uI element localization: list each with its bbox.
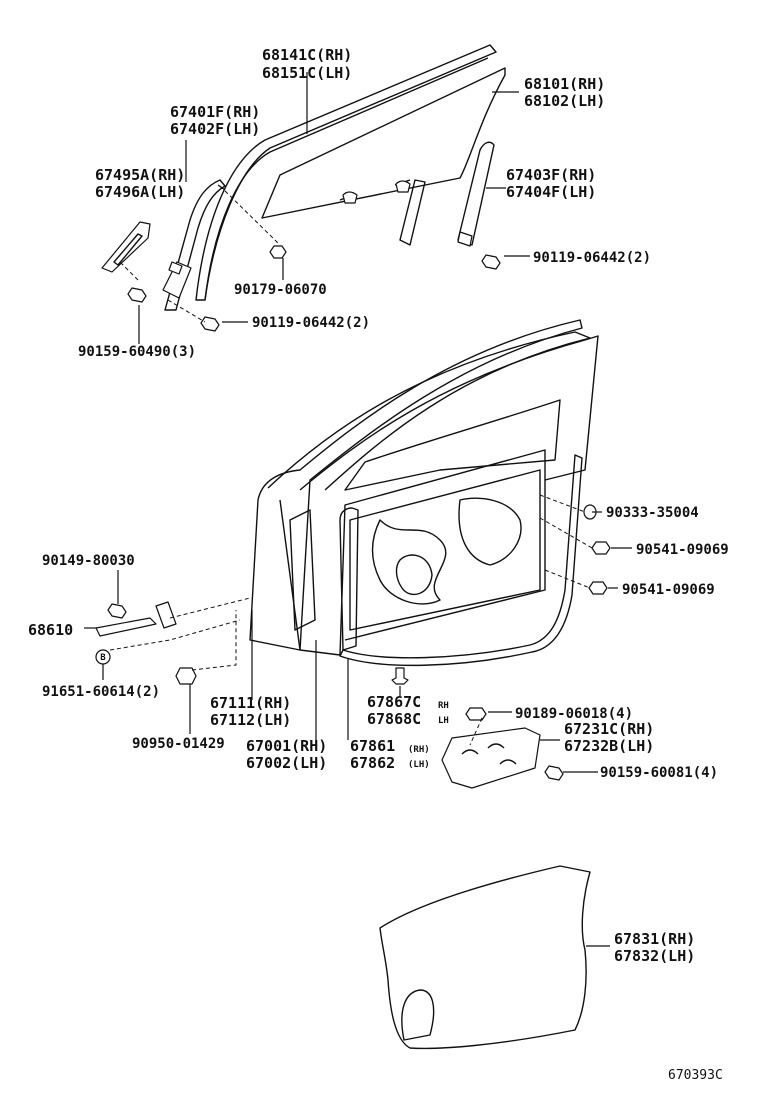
label-90159-a: 90159-60490(3) xyxy=(78,344,196,360)
b-marker-label: B xyxy=(100,653,106,663)
label-67868-side: LH xyxy=(438,716,449,726)
label-67495-lh: 67496A(LH) xyxy=(95,183,185,201)
bolt-b-marker: B xyxy=(95,649,111,665)
label-67862-code: 67862 xyxy=(350,754,395,772)
label-67868-code: 67868C xyxy=(367,710,421,728)
leader-lines xyxy=(84,72,632,947)
label-67867: 67867C 67868C RH LH xyxy=(367,693,449,728)
label-90119-a: 90119-06442(2) xyxy=(533,250,651,266)
bolt-90159-b xyxy=(544,765,564,781)
bolt-90119-b xyxy=(200,316,220,332)
door-trim-panel xyxy=(379,865,591,1050)
door-glass xyxy=(261,67,506,219)
label-68141-lh: 68151C(LH) xyxy=(262,64,352,82)
label-67232-lh: 67232B(LH) xyxy=(564,737,654,755)
label-67861-code: 67861 xyxy=(350,737,395,755)
label-90119-b: 90119-06442(2) xyxy=(252,315,370,331)
label-67831-rh: 67831(RH) xyxy=(614,930,695,948)
corner-piece xyxy=(101,221,151,273)
clip-67867 xyxy=(391,667,409,685)
center-channel xyxy=(399,179,426,246)
door-weatherstrip xyxy=(339,454,583,667)
label-67495-rh: 67495A(RH) xyxy=(95,166,185,184)
label-68141: 68141C(RH) 68151C(LH) xyxy=(262,46,352,82)
door-check xyxy=(95,601,177,637)
label-90159-b: 90159-60081(4) xyxy=(600,765,718,781)
label-67495: 67495A(RH) 67496A(LH) xyxy=(95,166,185,201)
label-67403: 67403F(RH) 67404F(LH) xyxy=(506,166,596,201)
nut-90179 xyxy=(269,245,287,259)
label-67403-rh: 67403F(RH) xyxy=(506,166,596,184)
label-67401-rh: 67401F(RH) xyxy=(170,103,260,121)
diagram-code: 670393C xyxy=(668,1068,723,1083)
label-67001: 67001(RH) 67002(LH) xyxy=(246,737,327,772)
label-90950: 90950-01429 xyxy=(132,736,225,752)
label-67001-lh: 67002(LH) xyxy=(246,754,327,772)
label-90333: 90333-35004 xyxy=(606,505,699,521)
label-67867-code: 67867C xyxy=(367,693,421,711)
label-67403-lh: 67404F(LH) xyxy=(506,183,596,201)
label-67831: 67831(RH) 67832(LH) xyxy=(614,930,695,965)
label-67862-side: (LH) xyxy=(408,760,430,770)
glass-run-channel xyxy=(195,44,497,301)
rear-lower-channel xyxy=(457,141,495,247)
front-lower-channel xyxy=(162,179,226,311)
label-68610: 68610 xyxy=(28,621,73,639)
label-67111-rh: 67111(RH) xyxy=(210,694,291,712)
label-67111: 67111(RH) 67112(LH) xyxy=(210,694,291,729)
bumper-90950 xyxy=(175,667,197,685)
label-90541-b: 90541-09069 xyxy=(622,582,715,598)
label-67861-side: (RH) xyxy=(408,745,430,755)
label-68101-lh: 68102(LH) xyxy=(524,92,605,110)
screw-90189 xyxy=(465,707,487,721)
label-90541-a: 90541-09069 xyxy=(636,542,729,558)
hinge-67231 xyxy=(441,727,541,789)
label-68101-rh: 68101(RH) xyxy=(524,75,605,93)
label-67231-rh: 67231C(RH) xyxy=(564,720,654,738)
label-90179: 90179-06070 xyxy=(234,282,327,298)
label-67001-rh: 67001(RH) xyxy=(246,737,327,755)
label-91651: 91651-60614(2) xyxy=(42,684,160,700)
label-67832-lh: 67832(LH) xyxy=(614,947,695,965)
label-67867-side: RH xyxy=(438,701,449,711)
bolt-90119-a xyxy=(481,254,501,270)
label-67401: 67401F(RH) 67402F(LH) xyxy=(170,103,260,138)
label-90149: 90149-80030 xyxy=(42,553,135,569)
bolt-90159-a xyxy=(127,287,147,303)
label-67231: 67231C(RH) 67232B(LH) xyxy=(564,720,654,755)
door-panel xyxy=(249,319,599,656)
clip-90541-b xyxy=(588,581,608,595)
label-68141-rh: 68141C(RH) xyxy=(262,46,352,64)
label-90189: 90189-06018(4) xyxy=(515,706,633,722)
label-67111-lh: 67112(LH) xyxy=(210,711,291,729)
label-68101: 68101(RH) 68102(LH) xyxy=(524,75,605,110)
clip-90541-a xyxy=(591,541,611,555)
label-67861: 67861 67862 (RH) (LH) xyxy=(350,737,430,772)
label-67401-lh: 67402F(LH) xyxy=(170,120,260,138)
